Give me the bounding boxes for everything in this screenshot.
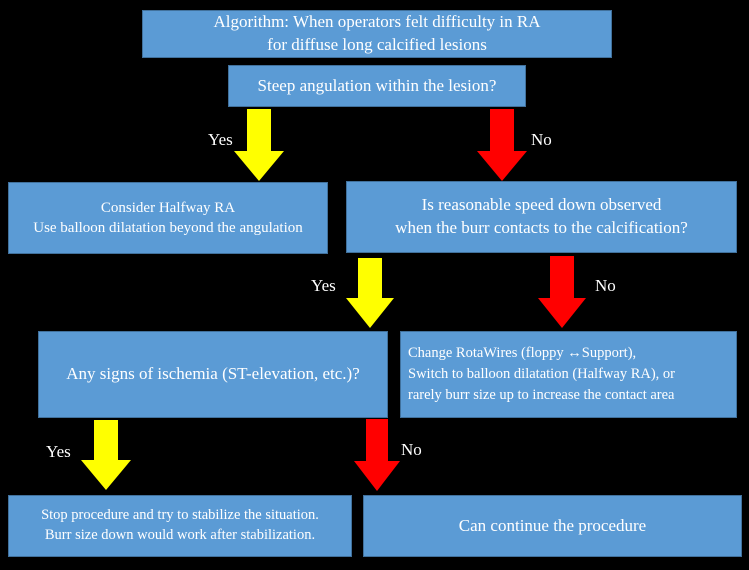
yes-label-1: Yes	[208, 130, 233, 149]
halfway-ra-box: Consider Halfway RA Use balloon dilatati…	[8, 182, 328, 254]
yes-arrow-2	[346, 258, 394, 328]
question-speed-box: Is reasonable speed down observed when t…	[346, 181, 737, 253]
yes-label-3: Yes	[46, 442, 71, 461]
title-line-2: for diffuse long calcified lesions	[267, 35, 487, 54]
question-speed-line-2: when the burr contacts to the calcificat…	[395, 218, 688, 237]
stop-procedure-box: Stop procedure and try to stabilize the …	[8, 495, 352, 557]
no-label-2: No	[595, 276, 616, 295]
yes-arrow-3	[81, 420, 131, 490]
no-arrow-1	[477, 109, 527, 181]
change-options-box: Change RotaWires (floppy ↔Support), Swit…	[400, 331, 737, 418]
question-ischemia-box: Any signs of ischemia (ST-elevation, etc…	[38, 331, 388, 418]
no-label-1: No	[531, 130, 552, 149]
title-line-1: Algorithm: When operators felt difficult…	[213, 12, 541, 32]
question-ischemia-text: Any signs of ischemia (ST-elevation, etc…	[66, 364, 360, 384]
continue-procedure-box: Can continue the procedure	[363, 495, 742, 557]
change-options-line-2: Switch to balloon dilatation (Halfway RA…	[408, 365, 675, 382]
no-label-3: No	[401, 440, 422, 459]
stop-procedure-line-2: Burr size down would work after stabiliz…	[44, 527, 316, 543]
title-box: Algorithm: When operators felt difficult…	[142, 10, 612, 58]
stop-procedure-line-1: Stop procedure and try to stabilize the …	[41, 507, 319, 524]
no-arrow-3	[354, 419, 400, 491]
yes-label-2: Yes	[311, 276, 336, 295]
question-angulation-text: Steep angulation within the lesion?	[257, 75, 497, 95]
continue-procedure-text: Can continue the procedure	[458, 515, 647, 535]
question-speed-line-1: Is reasonable speed down observed	[421, 195, 662, 215]
no-arrow-2	[538, 256, 586, 328]
halfway-ra-line-1: Consider Halfway RA	[100, 199, 236, 216]
change-options-line-3: rarely burr size up to increase the cont…	[408, 387, 675, 403]
halfway-ra-line-2: Use balloon dilatation beyond the angula…	[33, 220, 303, 236]
yes-arrow-1	[234, 109, 284, 181]
change-options-line-1: Change RotaWires (floppy ↔Support),	[408, 344, 637, 361]
question-angulation-box: Steep angulation within the lesion?	[228, 65, 526, 107]
